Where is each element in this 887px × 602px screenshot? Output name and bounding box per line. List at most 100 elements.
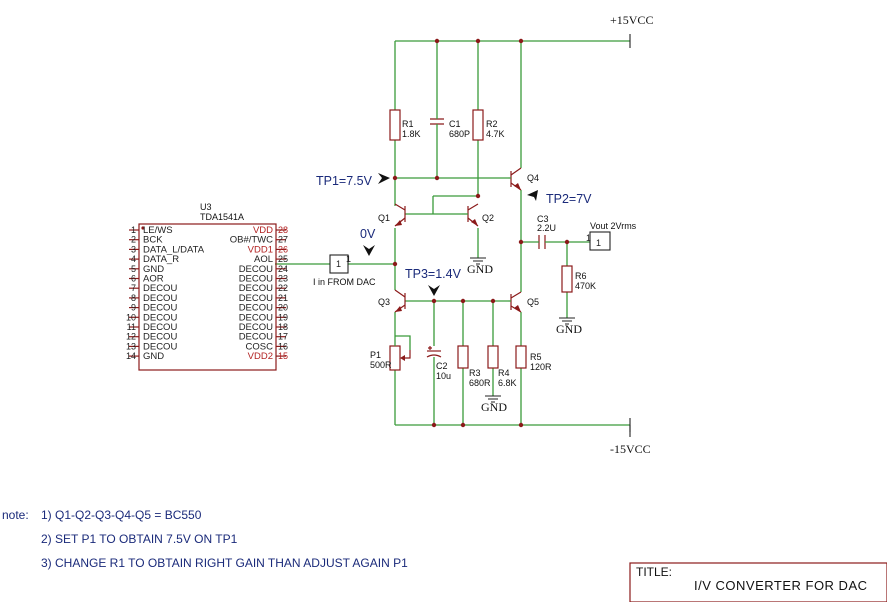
ic-pin-number: 17 <box>278 332 288 342</box>
svg-text:1: 1 <box>586 233 591 243</box>
svg-text:Q2: Q2 <box>482 213 494 223</box>
svg-text:4.7K: 4.7K <box>486 129 505 139</box>
vcc-negative-label: -15VCC <box>610 442 651 456</box>
svg-text:GND: GND <box>467 262 493 276</box>
ic-pin-number: 9 <box>131 303 136 313</box>
ic-pin-number: 15 <box>278 351 288 361</box>
ic-pin-name: DECOU <box>143 293 177 304</box>
svg-text:680R: 680R <box>469 378 491 388</box>
ic-pin-name: DECOU <box>239 312 273 323</box>
svg-text:500R: 500R <box>370 360 392 370</box>
svg-text:1: 1 <box>346 254 351 264</box>
wires <box>275 40 630 426</box>
svg-text:U3: U3 <box>200 202 212 212</box>
capacitor-c3: C3 2.2U <box>537 214 556 249</box>
ic-pin-number: 28 <box>278 225 288 235</box>
vcc-negative-symbol: -15VCC <box>610 418 651 456</box>
ic-pin-name: DECOU <box>143 332 177 343</box>
svg-text:P1: P1 <box>370 350 381 360</box>
svg-text:Q1: Q1 <box>378 213 390 223</box>
svg-text:Q5: Q5 <box>527 297 539 307</box>
tp1-marker: TP1=7.5V <box>316 173 390 188</box>
ic-pin-name: DECOU <box>239 274 273 285</box>
ic-pin-number: 16 <box>278 341 288 351</box>
svg-text:Q4: Q4 <box>527 173 539 183</box>
ic-pin-number: 27 <box>278 235 288 245</box>
ic-pin-name: DECOU <box>143 312 177 323</box>
ic-pin-name: VDD2 <box>248 351 273 362</box>
note-line-1: 1) Q1-Q2-Q3-Q4-Q5 = BC550 <box>41 508 202 522</box>
svg-text:GND: GND <box>481 400 507 414</box>
svg-text:GND: GND <box>556 322 582 336</box>
ic-pin-number: 21 <box>278 293 288 303</box>
ic-pin-number: 13 <box>126 341 136 351</box>
ic-pin-name: DATA_R <box>143 254 179 265</box>
resistor-r2: R2 4.7K <box>472 109 505 141</box>
ic-pin-name: DECOU <box>239 322 273 333</box>
svg-text:1.8K: 1.8K <box>402 129 421 139</box>
input-label: I in FROM DAC <box>313 277 376 287</box>
ic-pin-number: 5 <box>131 264 136 274</box>
svg-text:C3: C3 <box>537 214 549 224</box>
ic-pin-number: 2 <box>131 235 136 245</box>
ic-pin-number: 4 <box>131 254 136 264</box>
transistor-q4: Q4 <box>508 167 539 191</box>
ic-pin-number: 11 <box>127 322 136 332</box>
ic-pin-name: DECOU <box>239 332 273 343</box>
svg-text:680P: 680P <box>449 129 470 139</box>
svg-text:R2: R2 <box>486 119 498 129</box>
junctions <box>392 38 570 428</box>
ic-pin-name: AOL <box>254 254 273 265</box>
ic-pin-name: DECOU <box>239 293 273 304</box>
svg-text:TP1=7.5V: TP1=7.5V <box>316 174 373 188</box>
ic-pin-number: 23 <box>278 274 288 284</box>
ic-pin-name: BCK <box>143 235 163 246</box>
svg-text:R6: R6 <box>575 271 587 281</box>
ground-q2: GND <box>467 257 493 276</box>
vcc-positive-label: +15VCC <box>610 13 653 27</box>
svg-text:10u: 10u <box>436 371 451 381</box>
tp2-marker: TP2=7V <box>527 190 592 206</box>
transistor-q3: Q3 <box>378 289 406 313</box>
transistor-q1: Q1 <box>378 203 406 227</box>
svg-text:Q3: Q3 <box>378 297 390 307</box>
resistor-r4: R4 6.8K <box>487 345 517 388</box>
connector-input: 1 1 I in FROM DAC <box>313 254 376 287</box>
ic-pin-number: 24 <box>278 264 288 274</box>
notes-label: note: <box>2 508 29 522</box>
ic-pin-number: 8 <box>131 293 136 303</box>
resistor-r5: R5 120R <box>515 345 552 372</box>
title-value: I/V CONVERTER FOR DAC <box>694 578 868 593</box>
output-label: Vout 2Vrms <box>590 221 637 231</box>
ic-pin-number: 20 <box>278 303 288 313</box>
capacitor-c2: C2 10u <box>426 346 451 381</box>
svg-text:C2: C2 <box>436 361 448 371</box>
title-label: TITLE: <box>636 565 672 579</box>
ic-pin-name: GND <box>143 264 164 275</box>
ground-r6: GND <box>556 317 582 336</box>
svg-text:TP2=7V: TP2=7V <box>546 192 592 206</box>
ic-pin-name: GND <box>143 351 164 362</box>
ic-pin-number: 12 <box>126 332 136 342</box>
ic-pin-name: DECOU <box>143 322 177 333</box>
ic-pin-number: 6 <box>131 274 136 284</box>
transistor-q5: Q5 <box>508 291 539 313</box>
svg-text:1: 1 <box>336 259 341 269</box>
ic-pin-number: 1 <box>131 225 136 235</box>
ic-pin-number: 18 <box>278 322 288 332</box>
ic-pin-number: 22 <box>278 283 288 293</box>
ic-pin-name: DECOU <box>239 264 273 275</box>
svg-text:470K: 470K <box>575 281 596 291</box>
svg-text:C1: C1 <box>449 119 461 129</box>
ground-r4: GND <box>481 395 507 414</box>
ic-pin-number: 26 <box>278 244 288 254</box>
ic-pin-number: 19 <box>278 312 288 322</box>
svg-text:2.2U: 2.2U <box>537 223 556 233</box>
capacitor-c1: C1 680P <box>430 118 470 139</box>
note-line-3: 3) CHANGE R1 TO OBTAIN RIGHT GAIN THAN A… <box>41 556 408 570</box>
connector-output: 1 1 Vout 2Vrms <box>586 221 637 251</box>
vcc-positive-symbol: +15VCC <box>610 13 653 48</box>
svg-text:R1: R1 <box>402 119 414 129</box>
